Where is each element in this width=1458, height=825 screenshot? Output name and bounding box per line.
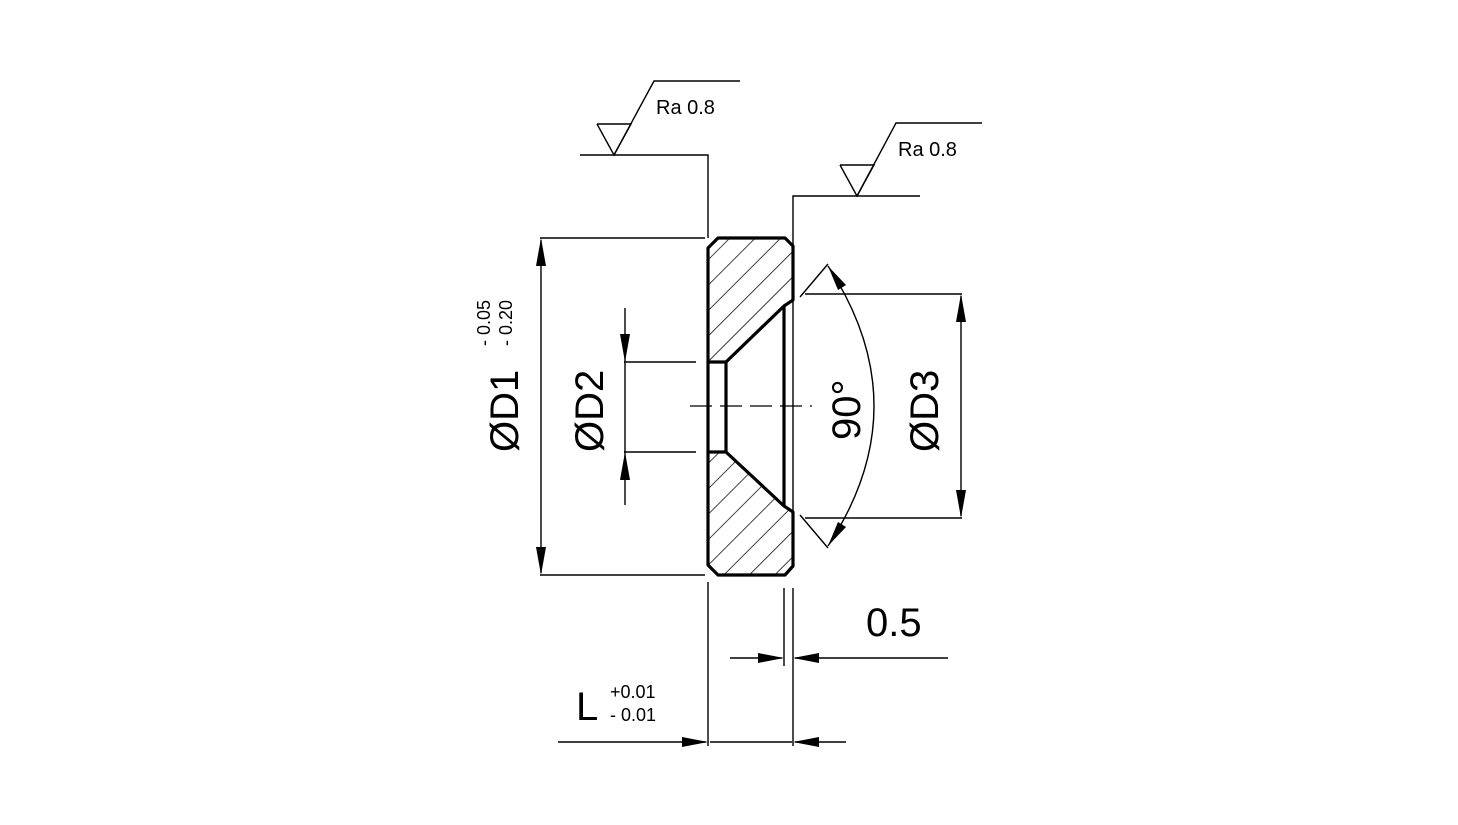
roughness-label-right: Ra 0.8 — [898, 139, 957, 161]
roughness-symbol-left — [580, 80, 740, 238]
d1-tolerance-upper: - 0.05 — [474, 300, 494, 346]
part-outline — [706, 236, 795, 577]
angle-label: 90° — [825, 380, 869, 441]
dimension-angle — [799, 263, 875, 549]
roughness-label-left: Ra 0.8 — [656, 97, 715, 119]
dimension-d1 — [536, 237, 705, 576]
length-tolerance-upper: +0.01 — [610, 682, 656, 702]
dimension-step — [730, 588, 948, 746]
d1-tolerance-lower: - 0.20 — [496, 300, 516, 346]
dimension-d3 — [805, 293, 966, 519]
roughness-symbol-right — [792, 122, 982, 246]
dimension-d2 — [620, 308, 696, 505]
length-tolerance-lower: - 0.01 — [610, 705, 656, 725]
d1-label: ØD1 — [483, 370, 527, 452]
step-label: 0.5 — [866, 601, 922, 645]
length-label: L — [576, 685, 598, 729]
d2-label: ØD2 — [568, 370, 612, 452]
dimension-length — [558, 582, 846, 747]
d3-label: ØD3 — [903, 370, 947, 452]
